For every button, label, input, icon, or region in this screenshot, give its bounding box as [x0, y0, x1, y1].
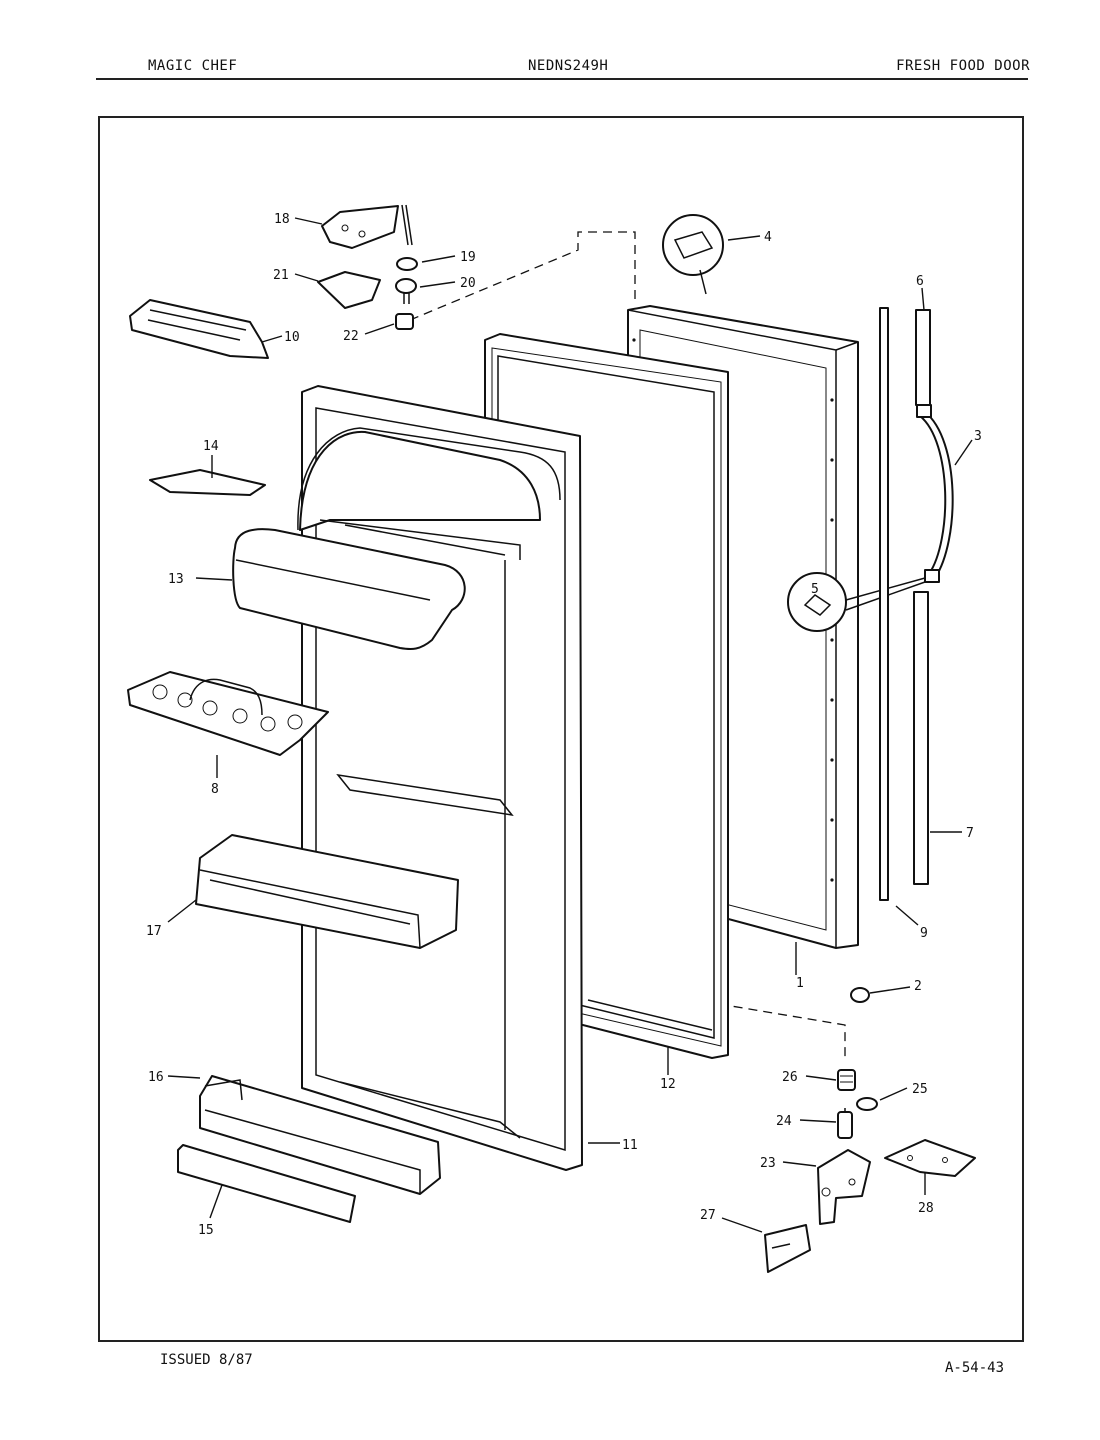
door-seal-strip	[879, 307, 889, 901]
callout-26: 26	[782, 1070, 798, 1085]
callout-27: 27	[700, 1208, 716, 1223]
callout-4: 4	[764, 230, 772, 245]
callout-1: 1	[796, 976, 804, 991]
callout-10: 10	[284, 330, 300, 345]
callout-25: 25	[912, 1082, 928, 1097]
handle-trim-lower	[913, 591, 929, 885]
callout-28: 28	[918, 1201, 934, 1216]
callout-23: 23	[760, 1156, 776, 1171]
hinge-bushing	[396, 257, 418, 271]
bottom-hinge-plate	[884, 1139, 976, 1177]
callout-24: 24	[776, 1114, 792, 1129]
callout-19: 19	[460, 250, 476, 265]
callout-20: 20	[460, 276, 476, 291]
header-model: NEDNS249H	[528, 58, 609, 74]
callout-12: 12	[660, 1077, 676, 1092]
header-section: FRESH FOOD DOOR	[896, 58, 1030, 74]
hinge-cap	[395, 313, 414, 330]
egg-tray	[127, 671, 329, 756]
door-nut	[850, 987, 870, 1003]
dairy-door-cover	[149, 469, 266, 496]
alignment-line-top	[409, 231, 636, 321]
callout-11: 11	[622, 1138, 638, 1153]
callout-22: 22	[343, 329, 359, 344]
bottom-hinge-bracket	[817, 1149, 871, 1225]
callout-7: 7	[966, 826, 974, 841]
door-stop	[662, 214, 724, 295]
header-rule	[96, 78, 1028, 80]
handle-screw-inset	[787, 572, 926, 632]
callout-14: 14	[203, 439, 219, 454]
hinge-pin	[395, 278, 417, 304]
footer-page-code: A-54-43	[945, 1360, 1005, 1376]
callout-2: 2	[914, 979, 922, 994]
inner-door-liner	[297, 385, 583, 1171]
lower-door-bin	[199, 1075, 441, 1195]
hinge-shim	[317, 271, 381, 309]
callout-5: 5	[811, 582, 819, 597]
callout-9: 9	[920, 926, 928, 941]
bottom-hinge-bushing	[837, 1069, 856, 1091]
callout-15: 15	[198, 1223, 214, 1238]
callout-numbers: 1 2 3 4 5 6 7 8 9 10 11 12 13 14 15 16 1…	[146, 212, 982, 1238]
callout-18: 18	[274, 212, 290, 227]
bottom-hinge-pin	[837, 1108, 853, 1139]
bin-trim-strip	[177, 1144, 356, 1223]
callout-3: 3	[974, 429, 982, 444]
callout-leaders	[167, 217, 973, 1233]
callout-8: 8	[211, 782, 219, 797]
handle-trim-upper	[915, 309, 931, 406]
door-handle	[916, 404, 954, 583]
callout-13: 13	[168, 572, 184, 587]
hinge-cover	[129, 299, 269, 359]
footer-issued: ISSUED 8/87	[160, 1352, 253, 1368]
callout-21: 21	[273, 268, 289, 283]
callout-6: 6	[916, 274, 924, 289]
diagram-frame	[98, 116, 1024, 1342]
dairy-compartment-door	[232, 528, 466, 650]
callout-16: 16	[148, 1070, 164, 1085]
header-brand: MAGIC CHEF	[148, 58, 238, 74]
hinge-washer	[856, 1097, 878, 1111]
hinge-spacer-plate	[764, 1224, 811, 1273]
door-shelf-bin	[195, 834, 459, 949]
callout-17: 17	[146, 924, 162, 939]
top-hinge	[321, 204, 413, 249]
